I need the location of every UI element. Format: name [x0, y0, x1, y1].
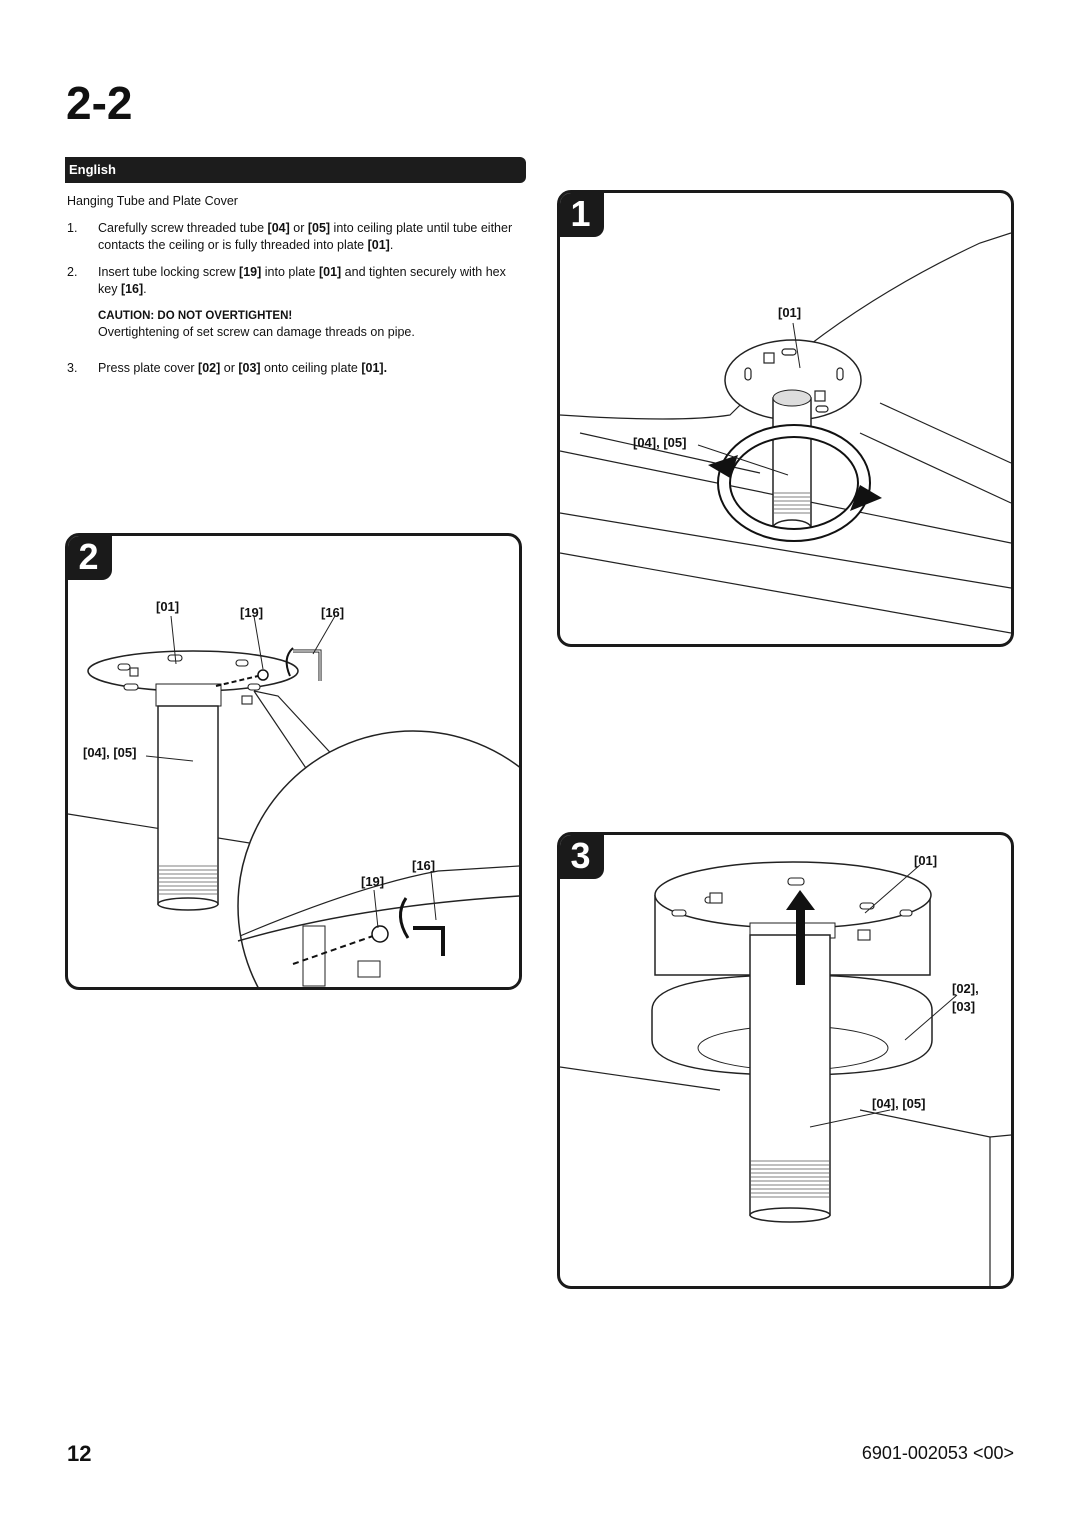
step-badge-1: 1 [560, 193, 604, 237]
callout-tube: [04], [05] [633, 435, 687, 450]
step-badge-2: 2 [68, 536, 112, 580]
tube-threading-illustration [560, 232, 1011, 634]
step-number: 2. [67, 265, 78, 279]
panel-step-2: 2 [01] [19] [16] [04], [05] [16] [19] [65, 533, 522, 990]
step-text: Press plate cover [02] or [03] onto ceil… [98, 361, 388, 375]
callout-tube: [04], [05] [83, 745, 137, 760]
step-number: 3. [67, 361, 78, 375]
panel-step-3: 3 [01] [02], [03] [04], [05] [557, 832, 1014, 1289]
page-title: 2-2 [66, 77, 133, 129]
step-text: Insert tube locking screw [19] into plat… [98, 265, 506, 296]
zoom-callout-screw: [19] [361, 874, 385, 889]
caution-text: Overtightening of set screw can damage t… [98, 325, 415, 339]
locking-screw-illustration [68, 615, 519, 987]
callout-plate: [01] [156, 599, 180, 614]
page-number: 12 [67, 1441, 92, 1466]
step-badge-3: 3 [560, 835, 604, 879]
callout-cover-alt: [03] [952, 999, 976, 1014]
panel-step-1: 1 [01] [04], [05] [557, 190, 1014, 647]
caution-title: CAUTION: DO NOT OVERTIGHTEN! [98, 310, 293, 322]
document-number: 6901-002053 <00> [861, 1443, 1014, 1463]
callout-hex-key: [16] [321, 605, 345, 620]
section-heading: Hanging Tube and Plate Cover [67, 194, 238, 208]
callout-screw: [19] [240, 605, 264, 620]
callout-tube: [04], [05] [872, 1096, 926, 1111]
step-number: 1. [67, 221, 78, 235]
callout-plate: [01] [914, 853, 938, 868]
language-label: English [69, 162, 116, 177]
zoom-callout-hex-key: [16] [412, 858, 436, 873]
plate-cover-illustration [560, 861, 1011, 1286]
callout-plate: [01] [778, 305, 802, 320]
language-bar: English [65, 157, 526, 183]
step-text: Carefully screw threaded tube [04] or [0… [98, 221, 513, 252]
callout-cover: [02], [952, 981, 979, 996]
